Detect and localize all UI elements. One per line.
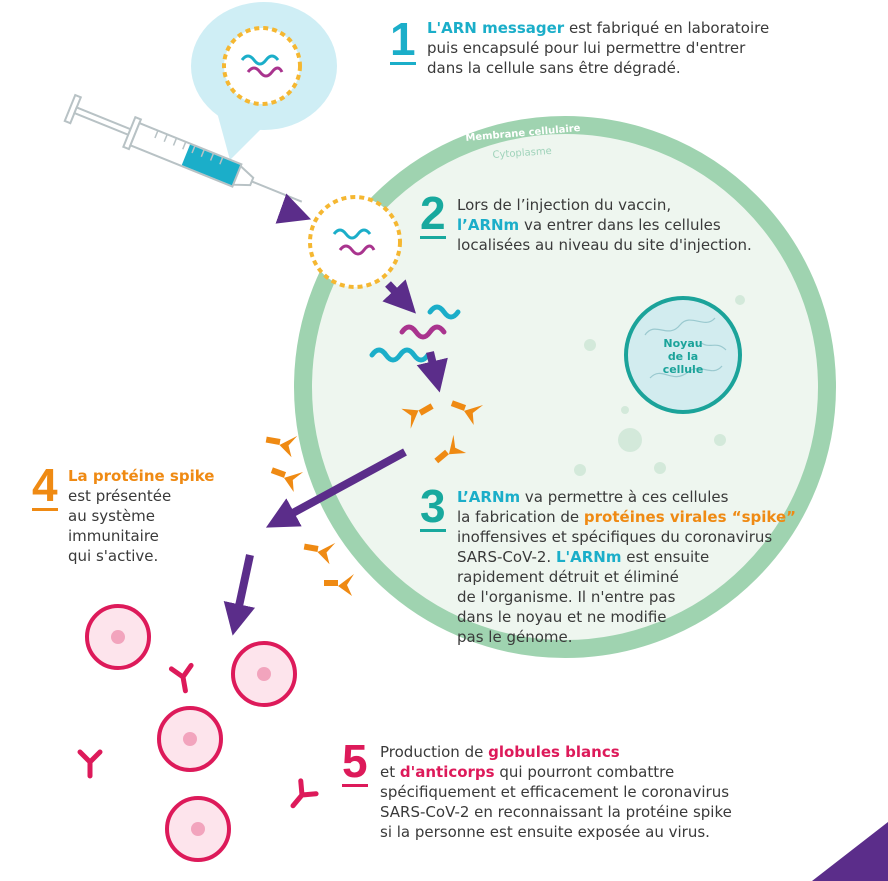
step-3-segment: L’ARNm: [457, 488, 521, 506]
step-5-segment: si la personne est ensuite exposée au vi…: [380, 823, 710, 841]
step-1-segment: L'ARN messager: [427, 19, 565, 37]
arrow-enter: [382, 279, 416, 314]
nucleus: [624, 296, 742, 414]
step-3-segment: pas le génome.: [457, 628, 573, 646]
step-2-text: Lors de l’injection du vaccin, l’ARNm va …: [457, 195, 777, 255]
step-3-segment: de l'organisme. Il n'entre pas: [457, 588, 676, 606]
entry-capsule: [308, 195, 402, 289]
step-3-segment: inoffensives et spécifiques du coronavir…: [457, 528, 773, 546]
white-blood-cells: [85, 604, 297, 862]
step-5-text: Production de globules blancs et d'antico…: [380, 742, 750, 842]
arrows: [223, 193, 448, 636]
nucleus-label: Noyau de la cellule: [662, 337, 704, 376]
step-3-segment: la fabrication de: [457, 508, 584, 526]
step-3-segment: rapidement détruit et éliminé: [457, 568, 679, 586]
capsule-bubble: [191, 2, 337, 160]
step-1-segment: dans la cellule sans être dégradé.: [427, 59, 681, 77]
cell: [294, 116, 836, 658]
cytoplasm-bubbles: [574, 295, 745, 476]
step-2-segment: Lors de l’injection du vaccin,: [457, 196, 672, 214]
arrow-immune: [223, 554, 256, 636]
step-1-segment: est fabriqué en laboratoire: [564, 19, 770, 37]
step-3-segment: est ensuite: [621, 548, 710, 566]
arrow-translate: [416, 351, 448, 393]
step-2-segment: l’ARNm: [457, 216, 520, 234]
step-1-segment: puis encapsulé pour lui permettre d'entr…: [427, 39, 746, 57]
step-2-number: 2: [420, 187, 446, 239]
step-5-segment: SARS-CoV-2 en reconnaissant la protéine …: [380, 803, 732, 821]
step-5-segment: spécifiquement et efficacement le corona…: [380, 783, 730, 801]
step-4-segment: La protéine spike: [68, 467, 215, 485]
step-5-segment: Production de: [380, 743, 489, 761]
arrow-present: [265, 448, 407, 528]
step-5-number: 5: [342, 735, 368, 787]
step-4-segment: immunitaire: [68, 527, 159, 545]
step-3-segment: protéines virales “spike”: [583, 508, 797, 526]
corner-decoration: [812, 822, 888, 881]
step-2-segment: localisées au niveau du site d'injection…: [457, 236, 752, 254]
step-4-segment: au système: [68, 507, 155, 525]
step-3-number: 3: [420, 480, 446, 532]
step-5-segment: globules blancs: [488, 743, 620, 761]
step-1-number: 1: [390, 13, 416, 65]
step-3-segment: SARS-CoV-2.: [457, 548, 556, 566]
arrow-inject: [275, 193, 312, 224]
step-5-segment: d'anticorps: [399, 763, 495, 781]
step-1-text: L'ARN messager est fabriqué en laboratoi…: [427, 18, 807, 78]
syringe: [63, 93, 303, 203]
step-4-segment: qui s'active.: [68, 547, 159, 565]
step-4-number: 4: [32, 459, 58, 511]
step-5-segment: qui pourront combattre: [494, 763, 675, 781]
step-3-text: L’ARNm va permettre à ces cellules la fab…: [457, 487, 797, 647]
step-4-segment: est présentée: [68, 487, 172, 505]
step-5-segment: et: [380, 763, 400, 781]
step-3-segment: L'ARNm: [555, 548, 622, 566]
step-3-segment: va permettre à ces cellules: [520, 488, 729, 506]
step-4-text: La protéine spike est présentée au système…: [68, 466, 218, 566]
step-2-segment: va entrer dans les cellules: [519, 216, 721, 234]
step-3-segment: dans le noyau et ne modifie: [457, 608, 667, 626]
